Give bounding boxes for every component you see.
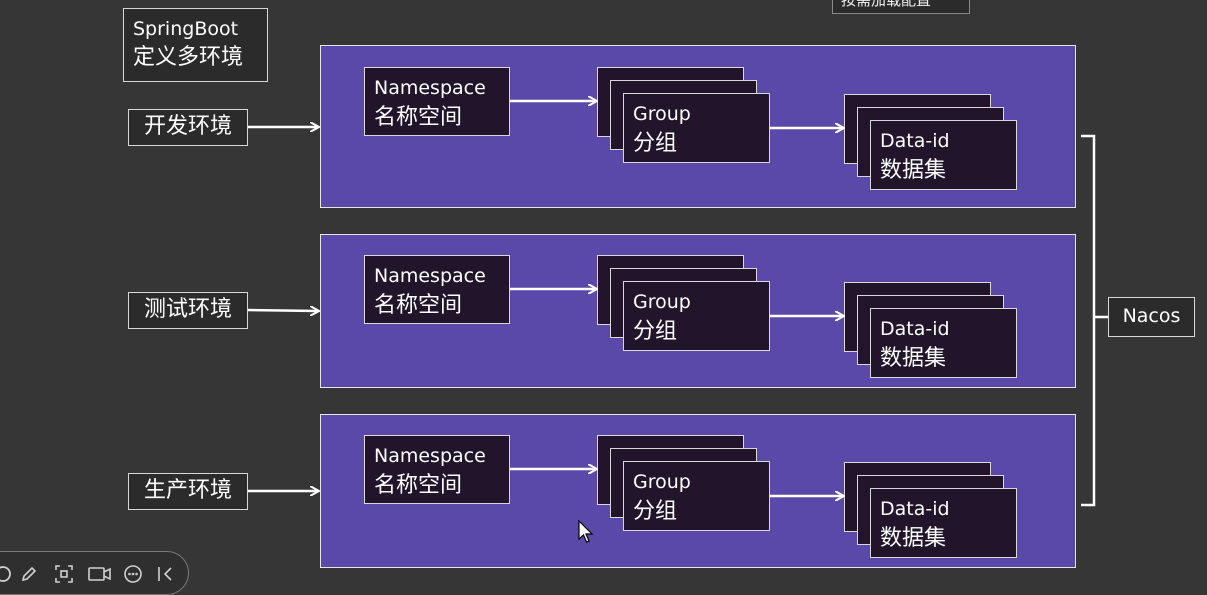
namespace-line1: Namespace: [374, 77, 486, 99]
title-line2: 定义多环境: [133, 45, 244, 70]
env-label-prod: 生产环境: [128, 473, 248, 510]
tooltip: 按需加载配置: [832, 0, 970, 14]
collapse-icon[interactable]: [157, 564, 177, 584]
dataid-line1: Data-id: [880, 318, 950, 340]
group-line2: 分组: [633, 319, 678, 344]
group-box: Group 分组: [623, 281, 770, 351]
namespace-line1: Namespace: [374, 445, 486, 467]
env-label-test: 测试环境: [128, 292, 248, 329]
namespace-line2: 名称空间: [374, 105, 463, 130]
group-line2: 分组: [633, 131, 678, 156]
env-label-dev: 开发环境: [128, 109, 248, 146]
annotation-toolbar: [0, 551, 189, 595]
namespace-box: Namespace 名称空间: [364, 435, 510, 504]
camera-icon[interactable]: [87, 564, 113, 584]
namespace-line2: 名称空间: [374, 473, 463, 498]
more-icon[interactable]: [123, 564, 143, 584]
namespace-box: Namespace 名称空间: [364, 67, 510, 136]
group-line1: Group: [633, 471, 691, 493]
group-line1: Group: [633, 291, 691, 313]
nacos-label: Nacos: [1122, 305, 1181, 327]
namespace-line1: Namespace: [374, 265, 486, 287]
tooltip-text: 按需加载配置: [841, 0, 932, 9]
dataid-line1: Data-id: [880, 498, 950, 520]
arrow-test: [247, 310, 318, 311]
mouse-cursor-icon: [578, 520, 594, 543]
title-line1: SpringBoot: [133, 18, 239, 40]
title-box: SpringBoot 定义多环境: [123, 8, 268, 82]
dataid-box: Data-id 数据集: [870, 120, 1017, 190]
circle-icon[interactable]: [0, 564, 13, 584]
pencil-icon[interactable]: [19, 564, 39, 584]
namespace-box: Namespace 名称空间: [364, 255, 510, 324]
group-line2: 分组: [633, 499, 678, 524]
screenshot-icon[interactable]: [54, 564, 74, 584]
group-box: Group 分组: [623, 93, 770, 163]
dataid-line2: 数据集: [880, 158, 947, 183]
nacos-box: Nacos: [1108, 297, 1195, 337]
group-box: Group 分组: [623, 461, 770, 531]
dataid-box: Data-id 数据集: [870, 308, 1017, 378]
group-line1: Group: [633, 103, 691, 125]
namespace-line2: 名称空间: [374, 293, 463, 318]
dataid-box: Data-id 数据集: [870, 488, 1017, 558]
dataid-line2: 数据集: [880, 346, 947, 371]
dataid-line2: 数据集: [880, 526, 947, 551]
dataid-line1: Data-id: [880, 130, 950, 152]
nacos-brace: [1081, 134, 1096, 507]
